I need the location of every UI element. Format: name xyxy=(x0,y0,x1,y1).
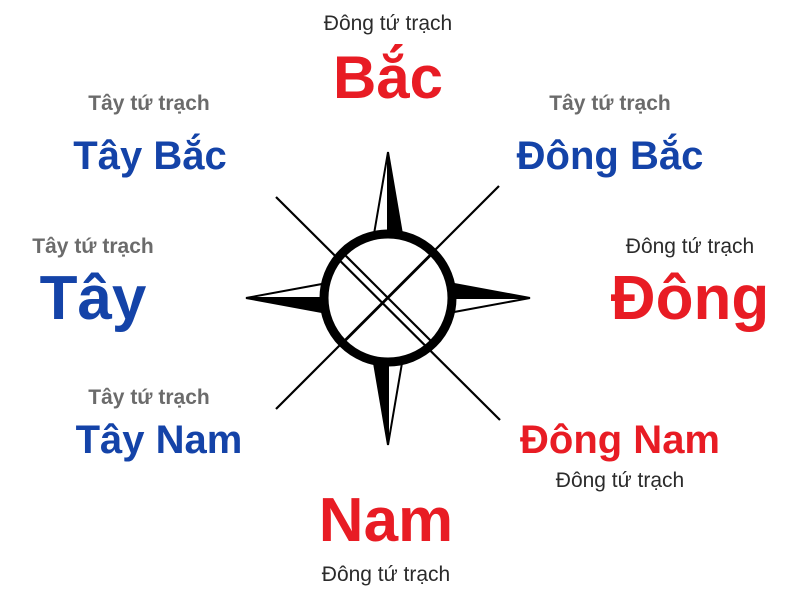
northeast-direction-label: Đông Bắc xyxy=(516,134,704,178)
compass-ring xyxy=(319,229,457,367)
west-group-label: Tây tứ trạch xyxy=(32,235,154,258)
north-group-label: Đông tứ trạch xyxy=(323,12,453,35)
east-point xyxy=(453,282,531,314)
west-point xyxy=(245,282,323,314)
northwest-group-label: Tây tứ trạch xyxy=(88,92,210,115)
southwest-group-label: Tây tứ trạch xyxy=(88,386,210,409)
south-point xyxy=(372,362,404,446)
east-direction-label: Đông xyxy=(610,264,770,333)
southeast-group-label: Đông tứ trạch xyxy=(555,469,685,492)
southwest-direction-label: Tây Nam xyxy=(75,418,243,462)
northwest-direction-label: Tây Bắc xyxy=(73,134,227,178)
northeast-group-label: Tây tứ trạch xyxy=(549,92,671,115)
diagonal-line-nw-se xyxy=(275,196,501,421)
north-direction-label: Bắc xyxy=(332,44,444,111)
south-direction-label: Nam xyxy=(318,486,454,555)
ring-cross-b xyxy=(342,252,434,344)
east-group-label: Đông tứ trạch xyxy=(625,235,755,258)
west-direction-label: Tây xyxy=(39,264,147,333)
south-group-label: Đông tứ trạch xyxy=(321,563,451,586)
north-point xyxy=(372,151,404,235)
southeast-direction-label: Đông Nam xyxy=(520,418,720,462)
